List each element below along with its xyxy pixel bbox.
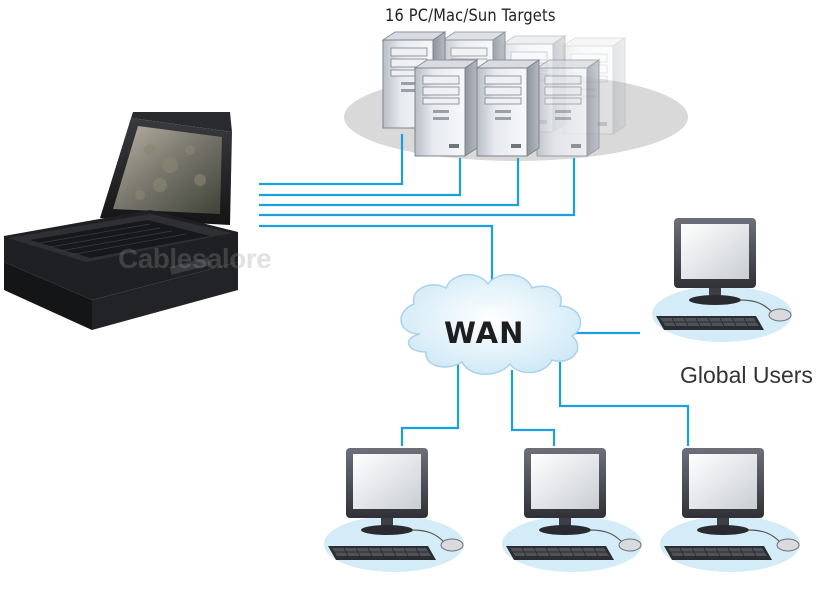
server-icon [536,59,600,157]
link-line [259,158,462,197]
link-line [259,134,404,186]
desktop-computer-icon [651,217,793,343]
watermark: Cablesalore [118,243,272,274]
global-users-label: Global Users [680,362,813,388]
server-icon [476,59,540,157]
link-line [558,362,690,446]
server-group [344,31,688,161]
rackmount-lcd-kvm-console-icon [4,112,238,330]
link-line [259,158,520,207]
desktop-computer-icon [323,447,465,573]
cloud-icon [400,274,582,375]
link-line [259,158,576,217]
wan-label: WAN [444,316,525,350]
link-line [510,370,556,446]
desktop-computer-icon [659,447,801,573]
desktop-computer-icon [501,447,643,573]
link-line [259,224,494,290]
connection-lines [259,134,690,446]
server-icon [414,59,478,157]
targets-label: 16 PC/Mac/Sun Targets [385,6,556,26]
link-line [400,362,460,446]
